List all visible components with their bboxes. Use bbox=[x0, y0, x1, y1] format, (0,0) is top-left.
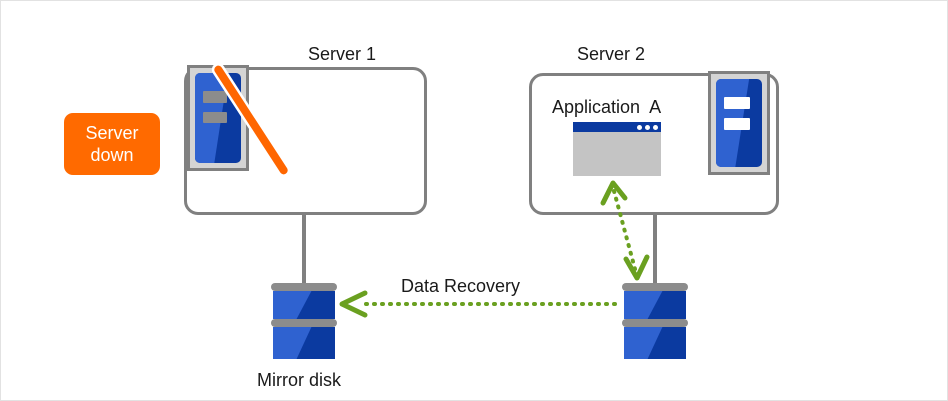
server1-title: Server 1 bbox=[308, 44, 377, 64]
disk-block-lower bbox=[273, 327, 335, 359]
disk-block-upper bbox=[624, 291, 686, 319]
server-offline-icon bbox=[187, 64, 290, 176]
disk-block-lower bbox=[624, 327, 686, 359]
sync-arrow-head-down bbox=[623, 254, 650, 281]
status-badge: Server down bbox=[64, 113, 160, 175]
mirror-disk-label: Mirror disk bbox=[257, 370, 341, 390]
window-dot-1 bbox=[637, 124, 642, 130]
server2-title: Server 2 bbox=[577, 44, 646, 64]
server-indicator-bar-1 bbox=[203, 91, 228, 103]
recovery-arrow-head bbox=[339, 290, 368, 318]
server-indicator-bar-2 bbox=[724, 117, 751, 131]
application-window-icon bbox=[573, 122, 661, 176]
disk-block-upper bbox=[273, 291, 335, 319]
disk-plate-top bbox=[271, 283, 337, 291]
server-online-icon bbox=[708, 71, 770, 175]
server1-disk-connector bbox=[302, 215, 306, 283]
dotted-arrow-left-icon bbox=[339, 290, 617, 318]
data-recovery-label: Data Recovery bbox=[401, 276, 521, 296]
disk-plate-mid bbox=[622, 319, 688, 327]
server-indicator-bar-1 bbox=[724, 96, 751, 109]
disk-plate-top bbox=[622, 283, 688, 291]
window-dot-3 bbox=[653, 124, 658, 130]
server-indicator-bar-2 bbox=[203, 111, 228, 124]
application-label: Application A bbox=[552, 97, 662, 117]
disk-icon bbox=[622, 283, 688, 361]
server2-disk-connector bbox=[653, 215, 657, 283]
application-window-titlebar bbox=[573, 122, 661, 132]
mirror-disk-icon bbox=[271, 283, 337, 361]
disk-plate-mid bbox=[271, 319, 337, 327]
window-dot-2 bbox=[645, 124, 650, 130]
